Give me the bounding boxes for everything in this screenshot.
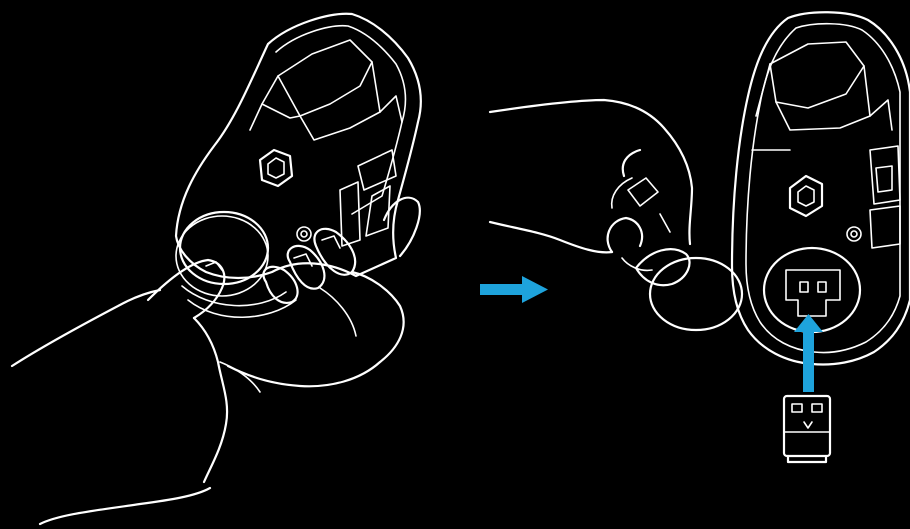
up-arrow-icon [794, 314, 823, 392]
hand-holding-disc [488, 98, 744, 332]
left-panel [10, 12, 422, 526]
right-arrow-icon [480, 276, 548, 303]
usb-receiver [782, 394, 832, 464]
mouse-underside-left [174, 12, 422, 319]
hand-holding-mouse [10, 196, 421, 526]
mouse-underside-right [730, 11, 910, 366]
